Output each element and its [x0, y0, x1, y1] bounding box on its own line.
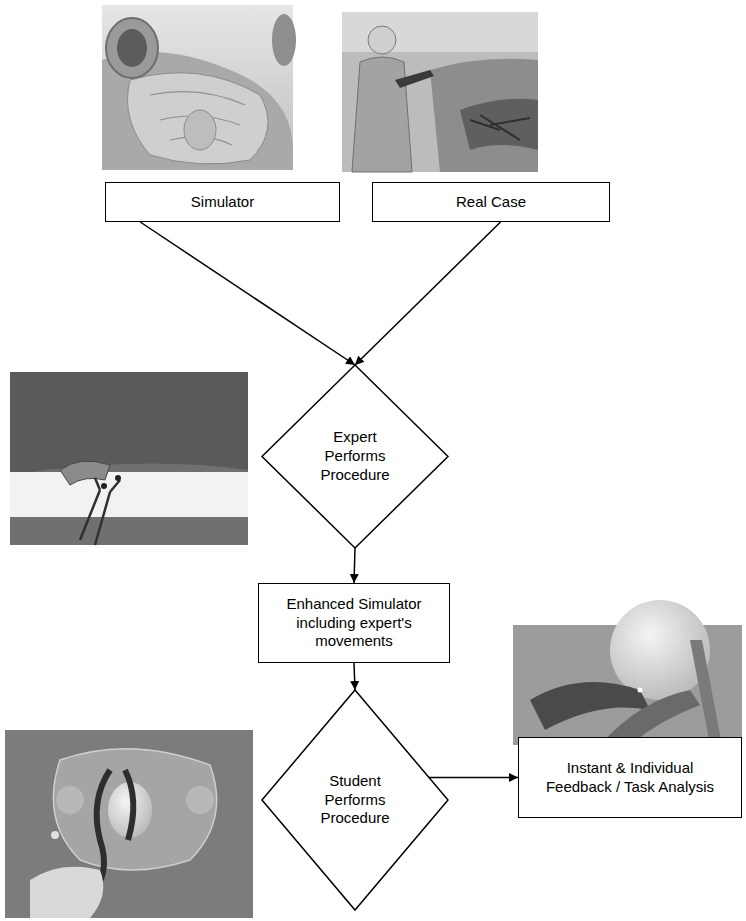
process-box: Real Case — [372, 182, 610, 222]
diamond-shape — [262, 690, 448, 910]
node-label: Instant & Individual Feedback / Task Ana… — [545, 759, 715, 797]
flow-arrow — [140, 222, 355, 365]
node-label: Simulator — [115, 193, 330, 212]
node-label: Expert Performs Procedure — [310, 428, 400, 484]
process-box: Simulator — [105, 182, 340, 222]
enhanced-simulator-render — [513, 600, 742, 745]
student-procedure-photo — [5, 730, 253, 918]
flow-arrow — [354, 548, 355, 583]
diamond-shape — [262, 365, 448, 548]
flow-arrow — [355, 222, 501, 365]
flow-arrow — [354, 663, 355, 690]
node-label: Enhanced Simulator including expert's mo… — [269, 595, 439, 651]
process-box: Instant & Individual Feedback / Task Ana… — [518, 737, 742, 818]
operating-room-photo — [342, 12, 538, 172]
process-box: Enhanced Simulator including expert's mo… — [258, 583, 450, 663]
flow-arrow — [429, 777, 518, 779]
decision-diamond: Expert Performs Procedure — [262, 365, 448, 548]
decision-diamond: Student Performs Procedure — [262, 690, 448, 910]
node-label: Real Case — [382, 193, 600, 212]
expert-procedure-photo — [10, 372, 248, 545]
node-label: Student Performs Procedure — [310, 772, 400, 828]
simulator-photo — [102, 5, 296, 170]
